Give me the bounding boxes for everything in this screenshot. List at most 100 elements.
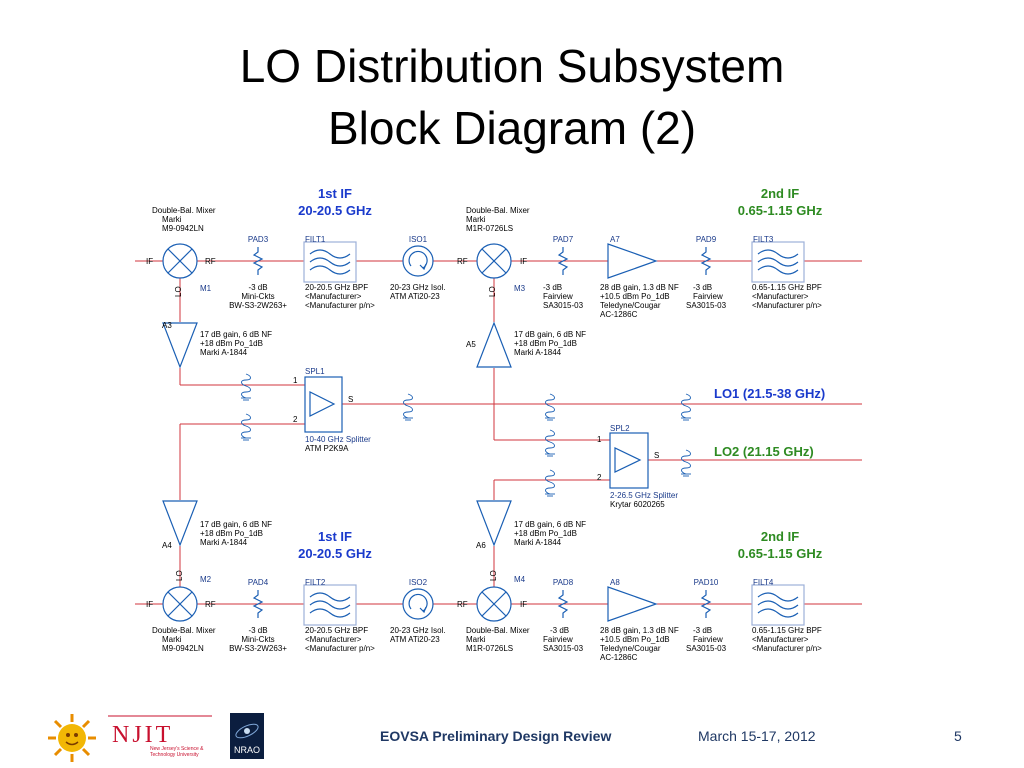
- svg-text:SA3015-03: SA3015-03: [543, 644, 584, 653]
- svg-text:S: S: [348, 395, 353, 404]
- svg-text:PAD3: PAD3: [248, 235, 269, 244]
- attenuator-pad7: PAD7 -3 dB Fairview SA3015-03: [543, 235, 584, 310]
- amplifier-a5: A5 17 dB gain, 6 dB NF +18 dBm Po_1dB Ma…: [466, 321, 586, 368]
- svg-text:RF: RF: [205, 257, 216, 266]
- svg-text:IF: IF: [520, 257, 527, 266]
- attenuator-pad9: PAD9 -3 dB Fairview SA3015-03: [686, 235, 727, 310]
- njit-logo: NJIT New Jersey's Science & Technology U…: [108, 715, 212, 758]
- svg-text:BW-S3-2W263+: BW-S3-2W263+: [229, 301, 287, 310]
- attenuator-pad4: PAD4 -3 dB Mini-Ckts BW-S3-2W263+: [229, 578, 287, 653]
- svg-text:SPL1: SPL1: [305, 367, 325, 376]
- attenuator-pad10: PAD10 -3 dB Fairview SA3015-03: [686, 578, 727, 653]
- svg-text:ATM ATi20-23: ATM ATi20-23: [390, 292, 440, 301]
- filter-filt3: FILT3 0.65-1.15 GHz BPF <Manufacturer> <…: [751, 235, 822, 310]
- svg-text:+18 dBm Po_1dB: +18 dBm Po_1dB: [514, 339, 577, 348]
- svg-text:Marki A-1844: Marki A-1844: [200, 538, 248, 547]
- svg-text:A5: A5: [466, 340, 476, 349]
- svg-text:M9-0942LN: M9-0942LN: [162, 644, 204, 653]
- splitter-spl1: SPL1 1 2 S 10-40 GHz Splitter ATM P2K9A: [293, 367, 371, 453]
- filter-filt2: FILT2 20-20.5 GHz BPF <Manufacturer> <Ma…: [303, 578, 375, 653]
- svg-text:Technology University: Technology University: [150, 752, 199, 758]
- svg-text:S: S: [654, 451, 659, 460]
- svg-text:-3 dB: -3 dB: [693, 283, 712, 292]
- svg-text:PAD9: PAD9: [696, 235, 717, 244]
- svg-text:+18 dBm Po_1dB: +18 dBm Po_1dB: [200, 339, 263, 348]
- svg-text:PAD8: PAD8: [553, 578, 574, 587]
- svg-text:1: 1: [293, 376, 298, 385]
- amplifier-a7: A7 28 dB gain, 1.3 dB NF +10.5 dBm Po_1d…: [600, 235, 679, 319]
- svg-text:SA3015-03: SA3015-03: [686, 301, 727, 310]
- svg-text:ISO2: ISO2: [409, 578, 428, 587]
- svg-text:<Manufacturer>: <Manufacturer>: [305, 292, 362, 301]
- svg-text:-3 dB: -3 dB: [248, 626, 267, 635]
- svg-text:Marki: Marki: [162, 215, 182, 224]
- svg-text:RF: RF: [457, 600, 468, 609]
- second-if-range-bottom: 0.65-1.15 GHz: [738, 546, 823, 561]
- svg-text:AC-1286C: AC-1286C: [600, 653, 638, 662]
- svg-text:Double-Bal. Mixer: Double-Bal. Mixer: [152, 626, 216, 635]
- amplifier-a8: A8 28 dB gain, 1.3 dB NF +10.5 dBm Po_1d…: [600, 578, 679, 662]
- svg-text:NRAO: NRAO: [234, 745, 260, 755]
- svg-text:Marki A-1844: Marki A-1844: [514, 538, 562, 547]
- svg-text:Marki: Marki: [466, 215, 486, 224]
- svg-text:A8: A8: [610, 578, 620, 587]
- svg-text:Marki A-1844: Marki A-1844: [514, 348, 562, 357]
- second-if-range-top: 0.65-1.15 GHz: [738, 203, 823, 218]
- svg-text:Mini-Ckts: Mini-Ckts: [241, 292, 274, 301]
- svg-text:-3 dB: -3 dB: [550, 626, 569, 635]
- svg-text:ATM ATi20-23: ATM ATi20-23: [390, 635, 440, 644]
- svg-text:20-20.5 GHz BPF: 20-20.5 GHz BPF: [305, 283, 368, 292]
- filter-filt4: FILT4 0.65-1.15 GHz BPF <Manufacturer> <…: [751, 578, 822, 653]
- svg-text:M3: M3: [514, 284, 526, 293]
- svg-text:IF: IF: [520, 600, 527, 609]
- svg-text:+18 dBm Po_1dB: +18 dBm Po_1dB: [200, 529, 263, 538]
- svg-text:+10.5 dBm Po_1dB: +10.5 dBm Po_1dB: [600, 635, 670, 644]
- first-if-label-bottom: 1st IF: [318, 529, 352, 544]
- svg-text:Krytar 6020265: Krytar 6020265: [610, 500, 665, 509]
- svg-text:Fairview: Fairview: [693, 292, 723, 301]
- footer-date: March 15-17, 2012: [698, 728, 816, 744]
- svg-text:-3 dB: -3 dB: [248, 283, 267, 292]
- lo2-input-label: LO2 (21.15 GHz): [714, 444, 814, 459]
- svg-text:Mini-Ckts: Mini-Ckts: [241, 635, 274, 644]
- svg-text:PAD7: PAD7: [553, 235, 574, 244]
- svg-text:Teledyne/Cougar: Teledyne/Cougar: [600, 301, 661, 310]
- svg-text:28 dB gain, 1.3 dB NF: 28 dB gain, 1.3 dB NF: [600, 626, 679, 635]
- svg-text:New Jersey's Science &: New Jersey's Science &: [150, 746, 204, 752]
- footer-page-number: 5: [954, 728, 962, 744]
- splitter-spl2: SPL2 1 2 S 2-26.5 GHz Splitter Krytar 60…: [597, 424, 678, 509]
- svg-text:M1R-0726LS: M1R-0726LS: [466, 224, 513, 233]
- svg-text:17 dB gain, 6 dB NF: 17 dB gain, 6 dB NF: [514, 520, 586, 529]
- svg-text:FILT3: FILT3: [753, 235, 774, 244]
- svg-text:M1: M1: [200, 284, 212, 293]
- second-if-label-bottom: 2nd IF: [761, 529, 799, 544]
- svg-text:RF: RF: [205, 600, 216, 609]
- svg-text:BW-S3-2W263+: BW-S3-2W263+: [229, 644, 287, 653]
- svg-text:17 dB gain, 6 dB NF: 17 dB gain, 6 dB NF: [200, 330, 272, 339]
- svg-text:SA3015-03: SA3015-03: [686, 644, 727, 653]
- svg-text:SA3015-03: SA3015-03: [543, 301, 584, 310]
- svg-text:Teledyne/Cougar: Teledyne/Cougar: [600, 644, 661, 653]
- footer-review-title: EOVSA Preliminary Design Review: [380, 728, 612, 744]
- svg-text:FILT4: FILT4: [753, 578, 774, 587]
- svg-text:M9-0942LN: M9-0942LN: [162, 224, 204, 233]
- first-if-label-top: 1st IF: [318, 186, 352, 201]
- svg-text:+18 dBm Po_1dB: +18 dBm Po_1dB: [514, 529, 577, 538]
- svg-text:PAD10: PAD10: [694, 578, 719, 587]
- svg-text:20-20.5 GHz BPF: 20-20.5 GHz BPF: [305, 626, 368, 635]
- svg-text:Marki: Marki: [466, 635, 486, 644]
- svg-text:PAD4: PAD4: [248, 578, 269, 587]
- svg-text:A3: A3: [162, 321, 172, 330]
- svg-text:0.65-1.15 GHz BPF: 0.65-1.15 GHz BPF: [752, 626, 822, 635]
- svg-text:17 dB gain, 6 dB NF: 17 dB gain, 6 dB NF: [514, 330, 586, 339]
- svg-text:FILT1: FILT1: [305, 235, 326, 244]
- svg-text:<Manufacturer>: <Manufacturer>: [752, 292, 809, 301]
- svg-text:<Manufacturer>: <Manufacturer>: [752, 635, 809, 644]
- svg-text:Double-Bal. Mixer: Double-Bal. Mixer: [152, 206, 216, 215]
- svg-text:10-40 GHz Splitter: 10-40 GHz Splitter: [305, 435, 371, 444]
- svg-text:NJIT: NJIT: [112, 722, 173, 748]
- first-if-range-top: 20-20.5 GHz: [298, 203, 372, 218]
- svg-text:AC-1286C: AC-1286C: [600, 310, 638, 319]
- isolator-iso2: ISO2 20-23 GHz Isol. ATM ATi20-23: [390, 578, 446, 644]
- attenuator-pad8: PAD8 -3 dB Fairview SA3015-03: [543, 578, 584, 653]
